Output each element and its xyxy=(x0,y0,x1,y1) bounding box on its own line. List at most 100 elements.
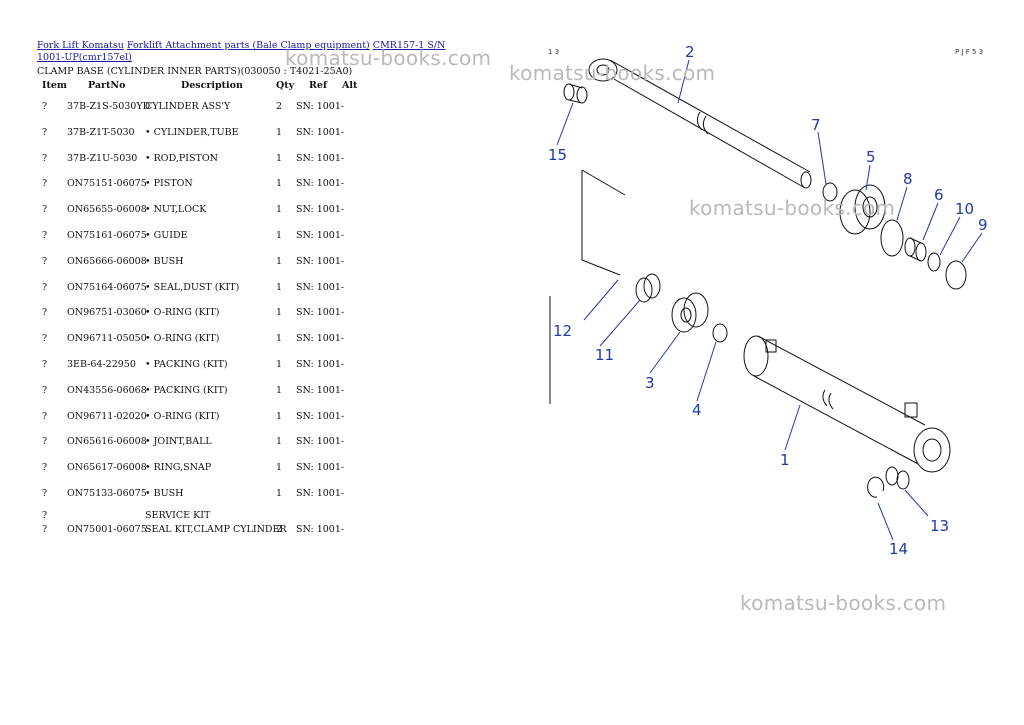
breadcrumb: Fork Lift Komatsu Forklift Attachment pa… xyxy=(37,40,447,64)
row-partno: ON75133-06075 xyxy=(67,488,147,499)
row-partno: ON65616-06008 xyxy=(67,436,147,448)
bush-15-drawing xyxy=(563,83,588,104)
row-partno: 3EB-64-22950 xyxy=(67,359,136,370)
row-item: ? xyxy=(42,255,48,267)
row-partno: ON75164-06075 xyxy=(67,281,147,293)
callout-10: 10 xyxy=(955,200,974,218)
packing-4-drawing xyxy=(712,323,728,343)
row-ref: SN: 1001- xyxy=(296,488,345,499)
callout-12: 12 xyxy=(553,322,572,340)
row-qty: 1 xyxy=(276,462,283,474)
row-description: • BUSH xyxy=(145,255,184,267)
row-item: ? xyxy=(42,178,48,190)
callout-7: 7 xyxy=(811,116,821,134)
row-qty: 1 xyxy=(276,281,283,293)
row-partno: ON65617-06008 xyxy=(67,462,147,474)
row-item: ? xyxy=(42,333,48,345)
service-kit-row-item: ? xyxy=(42,524,48,535)
row-partno: ON75151-06075 xyxy=(67,178,147,190)
callout-3: 3 xyxy=(645,374,655,392)
guide-3-drawing xyxy=(671,292,709,333)
seal-11-drawing xyxy=(635,273,661,303)
row-ref: SN: 1001- xyxy=(296,281,345,293)
piston-rod-drawing xyxy=(588,58,812,189)
row-description: CYLINDER ASS'Y xyxy=(145,101,231,112)
row-partno: 37B-Z1T-5030 xyxy=(67,126,135,138)
row-item: ? xyxy=(42,384,48,396)
row-description: • PISTON xyxy=(145,178,193,190)
row-partno: ON43556-06068 xyxy=(67,384,147,396)
service-kit-row-partno: ON75001-06075 xyxy=(67,524,147,535)
row-ref: SN: 1001- xyxy=(296,307,345,319)
column-header-item: Item xyxy=(42,80,67,91)
row-description: • ROD,PISTON xyxy=(145,152,218,164)
row-description: • RING,SNAP xyxy=(145,462,212,474)
row-description: • PACKING (KIT) xyxy=(145,359,228,370)
o-ring-9-drawing xyxy=(945,260,967,290)
column-header-description: Description xyxy=(181,80,243,91)
callout-6: 6 xyxy=(934,186,944,204)
row-qty: 1 xyxy=(276,307,283,319)
row-partno: ON96711-02020 xyxy=(67,410,147,422)
callout-2: 2 xyxy=(685,43,695,61)
row-ref: SN: 1001- xyxy=(296,101,345,112)
service-kit-heading: SERVICE KIT xyxy=(145,510,211,521)
row-item: ? xyxy=(42,307,48,319)
row-ref: SN: 1001- xyxy=(296,255,345,267)
breadcrumb-link-model[interactable]: CMR157-1 S/N 1001-UP(cmr157el) xyxy=(37,40,446,63)
watermark: komatsu-books.com xyxy=(285,46,492,70)
row-partno: 37B-Z1U-5030 xyxy=(67,152,138,164)
service-kit-row-description: SEAL KIT,CLAMP CYLINDER xyxy=(145,524,287,535)
row-qty: 1 xyxy=(276,230,283,241)
watermark: komatsu-books.com xyxy=(740,591,947,615)
row-ref: SN: 1001- xyxy=(296,384,345,396)
row-item: ? xyxy=(42,488,48,499)
row-item: ? xyxy=(42,126,48,138)
watermark: komatsu-books.com xyxy=(689,196,896,220)
ring-10-drawing xyxy=(927,252,941,272)
row-description: • JOINT,BALL xyxy=(145,436,212,448)
column-header-alt: Alt xyxy=(342,80,358,91)
row-ref: SN: 1001- xyxy=(296,178,345,190)
breadcrumb-link-attachment-parts[interactable]: Forklift Attachment parts (Bale Clamp eq… xyxy=(126,40,370,51)
page-title: CLAMP BASE (CYLINDER INNER PARTS)(030050… xyxy=(37,66,353,77)
row-ref: SN: 1001- xyxy=(296,126,345,138)
row-description: • GUIDE xyxy=(145,230,188,241)
row-qty: 2 xyxy=(276,101,283,112)
callout-4: 4 xyxy=(692,401,702,419)
row-ref: SN: 1001- xyxy=(296,204,345,216)
row-description: • PACKING (KIT) xyxy=(145,384,228,396)
row-qty: 1 xyxy=(276,359,283,370)
row-description: • CYLINDER,TUBE xyxy=(145,126,239,138)
service-kit-row-qty: 2 xyxy=(276,524,283,535)
row-item: ? xyxy=(42,101,48,112)
row-item: ? xyxy=(42,436,48,448)
row-description: • O-RING (KIT) xyxy=(145,333,220,345)
row-qty: 1 xyxy=(276,126,283,138)
breadcrumb-link-fork-lift[interactable]: Fork Lift Komatsu xyxy=(37,40,124,51)
row-item: ? xyxy=(42,230,48,241)
row-description: • SEAL,DUST (KIT) xyxy=(145,281,240,293)
row-item: ? xyxy=(42,281,48,293)
row-description: • O-RING (KIT) xyxy=(145,410,220,422)
row-item: ? xyxy=(42,204,48,216)
column-header-qty: Qty xyxy=(276,80,295,91)
o-ring-8-drawing xyxy=(880,219,904,257)
row-partno: ON65655-06008 xyxy=(67,204,147,216)
bush-13-drawing xyxy=(885,466,910,490)
row-partno: ON96711-05050 xyxy=(67,333,147,345)
callout-14: 14 xyxy=(889,540,908,558)
callout-8: 8 xyxy=(903,170,913,188)
row-ref: SN: 1001- xyxy=(296,410,345,422)
row-partno: ON96751-03060 xyxy=(67,307,147,319)
row-item: ? xyxy=(42,152,48,164)
row-ref: SN: 1001- xyxy=(296,152,345,164)
row-qty: 1 xyxy=(276,410,283,422)
row-qty: 1 xyxy=(276,152,283,164)
cylinder-tube-drawing xyxy=(743,335,951,473)
exploded-parts-diagram: 1 3 P J F 5 3 xyxy=(548,43,988,558)
snap-ring-14-drawing xyxy=(867,476,885,498)
row-ref: SN: 1001- xyxy=(296,359,345,370)
bush-6-drawing xyxy=(904,237,927,262)
row-description: • NUT,LOCK xyxy=(145,204,207,216)
